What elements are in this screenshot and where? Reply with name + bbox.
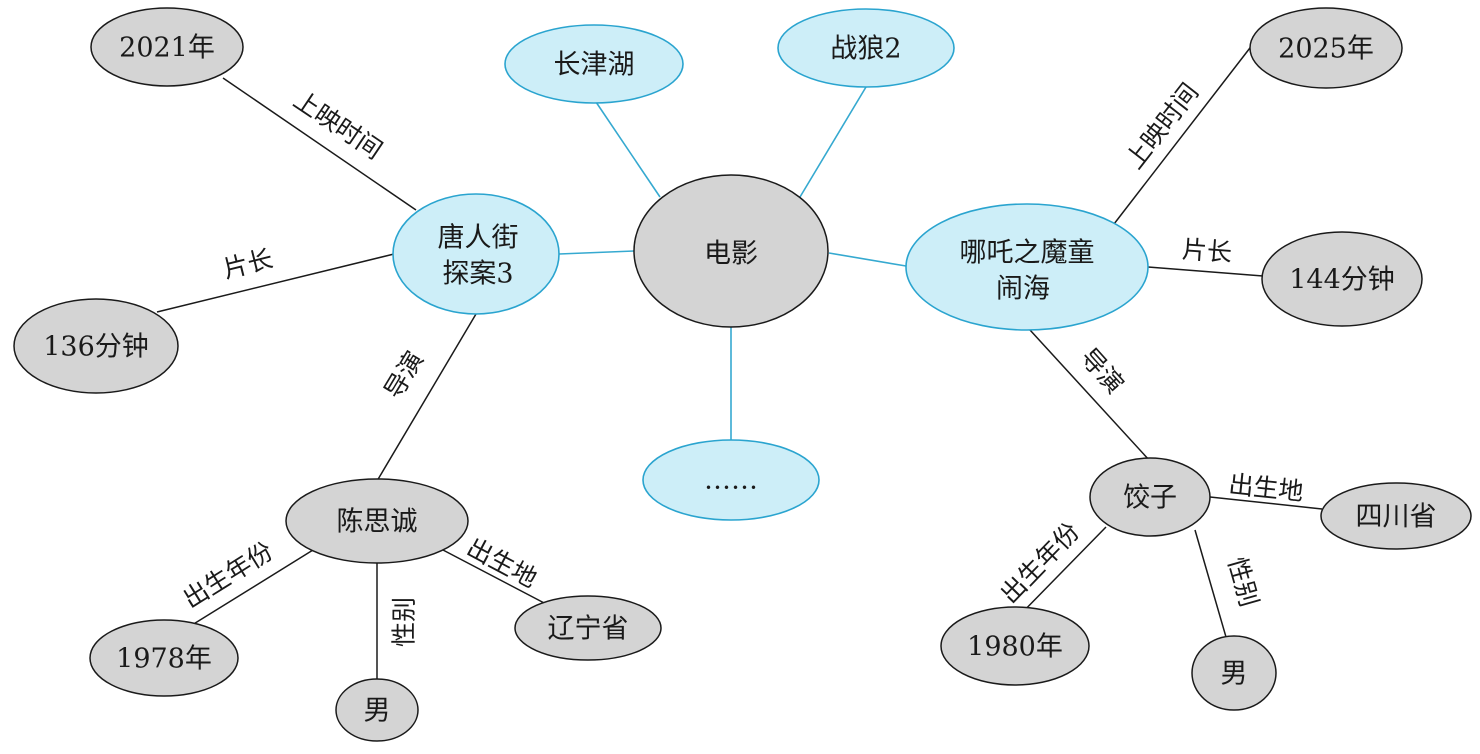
edge-label-release1: 上映时间 <box>288 85 387 165</box>
node-year1978-label: 1978年 <box>116 644 212 675</box>
node-sichuan: 四川省 <box>1320 482 1472 550</box>
edge-center-movie1 <box>558 250 635 255</box>
node-movie1-shape <box>392 193 560 315</box>
node-male1-label: 男 <box>364 696 391 727</box>
node-center: 电影 <box>633 174 829 328</box>
node-sichuan-label: 四川省 <box>1356 502 1437 533</box>
node-zhanlang-label: 战狼2 <box>830 34 901 65</box>
node-director2: 饺子 <box>1089 457 1211 537</box>
edge-center-zhanlang <box>799 86 867 198</box>
node-ellipsis-label: …… <box>704 465 758 496</box>
node-ellipsis-shape <box>642 439 820 521</box>
edge-label-gender1: 性别 <box>390 597 419 647</box>
edge-label-gender2: 性别 <box>1222 554 1264 610</box>
node-male2-shape <box>1191 635 1277 711</box>
node-year2021-shape <box>90 7 244 87</box>
node-director1-shape <box>285 478 469 564</box>
edge-movie1-year2021 <box>222 77 417 211</box>
node-ellipsis: …… <box>642 439 820 521</box>
node-year1980: 1980年 <box>940 606 1090 686</box>
node-len136-shape <box>13 298 179 394</box>
node-year1978: 1978年 <box>89 619 239 697</box>
node-len136-label: 136分钟 <box>43 332 149 363</box>
node-changjinhu: 长津湖 <box>504 24 684 104</box>
node-director1-label: 陈思诚 <box>337 507 418 538</box>
edge-movie1-director1 <box>376 313 477 482</box>
node-len144: 144分钟 <box>1261 231 1423 327</box>
node-center-shape <box>633 174 829 328</box>
edge-director1-year1978 <box>191 549 314 626</box>
node-liaoning-shape <box>514 595 662 661</box>
node-sichuan-shape <box>1320 482 1472 550</box>
node-year2025-label: 2025年 <box>1278 34 1374 65</box>
node-movie2-shape <box>905 203 1149 331</box>
edge-label-birthplace1: 出生地 <box>462 533 542 594</box>
node-movie2-label-line2: 闹海 <box>996 274 1050 305</box>
node-year2025: 2025年 <box>1249 7 1403 89</box>
node-changjinhu-shape <box>504 24 684 104</box>
node-center-label: 电影 <box>704 239 758 270</box>
edge-label-length1: 片长 <box>220 244 276 284</box>
edge-movie2-director2 <box>1029 329 1151 462</box>
node-movie1-label-line1: 唐人街 <box>438 223 519 254</box>
node-movie1-label-line2: 探案3 <box>442 259 513 290</box>
node-director1: 陈思诚 <box>285 478 469 564</box>
node-year1978-shape <box>89 619 239 697</box>
node-len144-shape <box>1261 231 1423 327</box>
edge-director1-liaoning <box>442 549 549 606</box>
node-year1980-shape <box>940 606 1090 686</box>
edges <box>156 43 1323 680</box>
node-changjinhu-label: 长津湖 <box>554 50 635 81</box>
node-liaoning: 辽宁省 <box>514 595 662 661</box>
node-male1: 男 <box>335 678 419 742</box>
edge-movie1-len136 <box>156 253 395 313</box>
node-len144-label: 144分钟 <box>1289 265 1395 296</box>
edge-center-movie2 <box>828 252 907 267</box>
edge-director2-sichuan <box>1209 496 1323 510</box>
node-year2021-label: 2021年 <box>119 33 215 64</box>
edge-label-release2: 上映时间 <box>1120 78 1204 175</box>
node-movie1: 唐人街 探案3 <box>392 193 560 315</box>
edge-director2-year1980 <box>1014 526 1107 621</box>
edge-director2-male2 <box>1194 529 1227 638</box>
node-year2021: 2021年 <box>90 7 244 87</box>
node-male2-label: 男 <box>1221 659 1248 690</box>
node-zhanlang-shape <box>777 8 955 88</box>
node-director2-label: 饺子 <box>1123 483 1177 514</box>
node-year1980-label: 1980年 <box>967 632 1063 663</box>
node-zhanlang: 战狼2 <box>777 8 955 88</box>
node-year2025-shape <box>1249 7 1403 89</box>
edge-movie2-len144 <box>1147 266 1264 277</box>
edge-label-director2: 导演 <box>1074 343 1129 400</box>
node-liaoning-label: 辽宁省 <box>548 614 629 645</box>
node-director2-shape <box>1089 457 1211 537</box>
edge-movie2-year2025 <box>1113 43 1254 225</box>
node-male2: 男 <box>1191 635 1277 711</box>
edge-label-director1: 导演 <box>379 346 430 404</box>
nodes: 电影 长津湖 战狼2 …… 唐人街 探案3 哪吒之魔童 闹海 2021年 <box>13 7 1472 742</box>
node-male1-shape <box>335 678 419 742</box>
edge-label-length2: 片长 <box>1181 235 1233 267</box>
edge-center-changjinhu <box>595 101 661 198</box>
node-movie2-label-line1: 哪吒之魔童 <box>960 238 1095 269</box>
node-len136: 136分钟 <box>13 298 179 394</box>
node-movie2: 哪吒之魔童 闹海 <box>905 203 1149 331</box>
